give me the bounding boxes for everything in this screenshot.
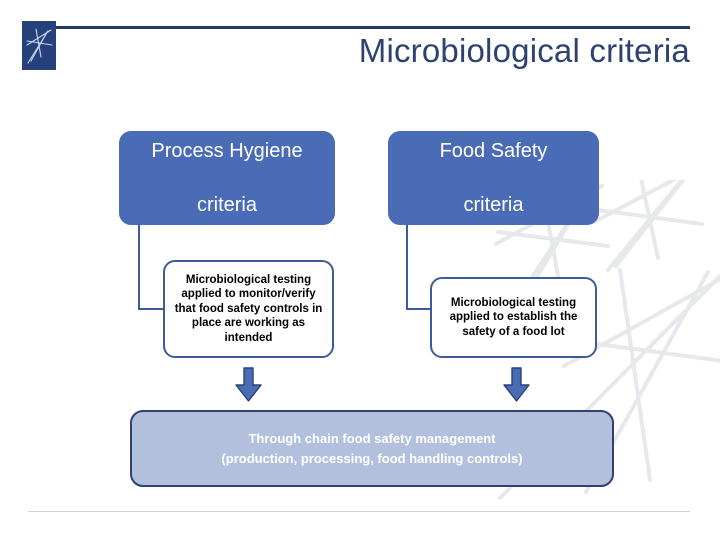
category-box-food-safety[interactable]: Food Safety criteria — [388, 131, 599, 225]
category-title-line2: criteria — [196, 193, 257, 216]
page-title: Microbiological criteria — [358, 32, 690, 69]
category-title-line1: Process Hygiene — [151, 139, 303, 162]
category-title-line2: criteria — [463, 193, 524, 216]
connector-vertical-left — [138, 224, 140, 310]
category-box-process-hygiene[interactable]: Process Hygiene criteria — [119, 131, 335, 225]
description-box-process-hygiene[interactable]: Microbiological testing applied to monit… — [163, 260, 334, 358]
description-box-food-safety[interactable]: Microbiological testing applied to estab… — [430, 277, 597, 358]
footer-divider — [28, 511, 690, 512]
star-figure-logo-icon — [22, 21, 56, 70]
connector-horizontal-left — [138, 308, 166, 310]
connector-horizontal-right — [406, 308, 434, 310]
category-title-line1: Food Safety — [439, 139, 548, 162]
summary-line1: Through chain food safety management — [248, 430, 496, 446]
header-divider — [56, 26, 690, 29]
down-arrow-icon — [503, 367, 530, 402]
connector-vertical-right — [406, 224, 408, 310]
down-arrow-icon — [235, 367, 262, 402]
summary-line2: (production, processing, food handling c… — [221, 450, 523, 466]
summary-box[interactable]: Through chain food safety management (pr… — [130, 410, 614, 487]
